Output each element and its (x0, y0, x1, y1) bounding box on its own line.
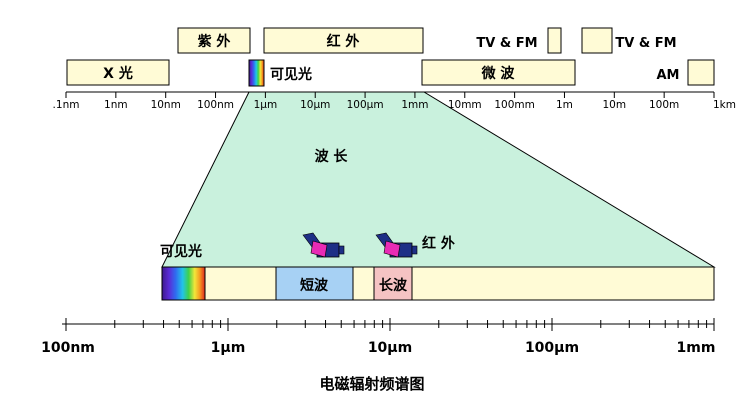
bottom-scale-ticks (65, 318, 715, 331)
top-scale-label: 10nm (151, 99, 181, 111)
top-scale-label: 10μm (300, 99, 330, 111)
bottom-scale: 100nm 1μm 10μm 100μm 1mm (41, 318, 715, 356)
uv-band (177, 27, 251, 54)
visible-strip-top (248, 59, 265, 87)
bottom-scale-label: 10μm (368, 340, 412, 356)
top-scale-label: 10mm (448, 99, 482, 111)
xray-band-label: X 光 (103, 65, 133, 82)
tv-fm-band-1 (547, 27, 562, 54)
top-scale-label: 100μm (347, 99, 384, 111)
visible-strip-zoom (161, 266, 206, 301)
bottom-scale-label: 100nm (41, 340, 95, 356)
am-label: AM (657, 68, 680, 83)
top-scale-label: 1m (556, 99, 573, 111)
camera-icon (302, 232, 345, 258)
top-scale-label: 100nm (197, 99, 234, 111)
short-wave-label: 短波 (300, 277, 329, 294)
long-wave-label: 长波 (379, 277, 408, 294)
camera-icon (375, 232, 418, 258)
bottom-scale-label: 100μm (525, 340, 579, 356)
top-scale-label: 100m (649, 99, 679, 111)
zoom-bar: 短波 长波 (161, 266, 715, 301)
uv-band-label: 紫 外 (198, 33, 231, 50)
top-bands: 紫 外 红 外 TV & FM TV & FM X 光 可见光 微 波 AM (66, 27, 715, 87)
am-band (687, 59, 715, 86)
microwave-band-label: 微 波 (481, 65, 516, 82)
bottom-scale-labels: 100nm 1μm 10μm 100μm 1mm (41, 340, 715, 356)
top-scale-labels: .1nm 1nm 10nm 100nm 1μm 10μm 100μm 1mm 10mm 100mm… (53, 99, 736, 111)
infrared-band-label: 红 外 (327, 33, 360, 50)
top-scale-label: 1nm (104, 99, 128, 111)
top-scale-label: 100mm (494, 99, 535, 111)
zoom-bar-frame (161, 266, 715, 301)
top-scale-label: 1mm (401, 99, 428, 111)
tv-fm-label-1: TV & FM (476, 36, 537, 51)
top-scale-label: 1μm (254, 99, 278, 111)
wavelength-label: 波 长 (315, 148, 349, 165)
top-scale: .1nm 1nm 10nm 100nm 1μm 10μm 100μm 1mm 10mm 100mm… (53, 91, 736, 111)
top-scale-label: 10m (603, 99, 627, 111)
infrared-band (263, 27, 424, 54)
long-wave-band (373, 266, 413, 301)
bottom-scale-label: 1mm (677, 340, 716, 356)
tv-fm-band-2 (581, 27, 613, 54)
visible-band-label: 可见光 (270, 66, 312, 83)
visible-label-zoom: 可见光 (160, 243, 202, 260)
diagram-caption: 电磁辐射频谱图 (319, 375, 424, 393)
microwave-band (421, 59, 576, 86)
bottom-scale-label: 1μm (211, 340, 246, 356)
short-wave-band (275, 266, 354, 301)
top-scale-ticks (65, 92, 715, 98)
top-scale-label: .1nm (53, 99, 80, 111)
tv-fm-label-2: TV & FM (615, 36, 676, 51)
top-scale-label: 1km (713, 99, 736, 111)
infrared-label-zoom: 红 外 (422, 235, 455, 252)
xray-band (66, 59, 170, 86)
